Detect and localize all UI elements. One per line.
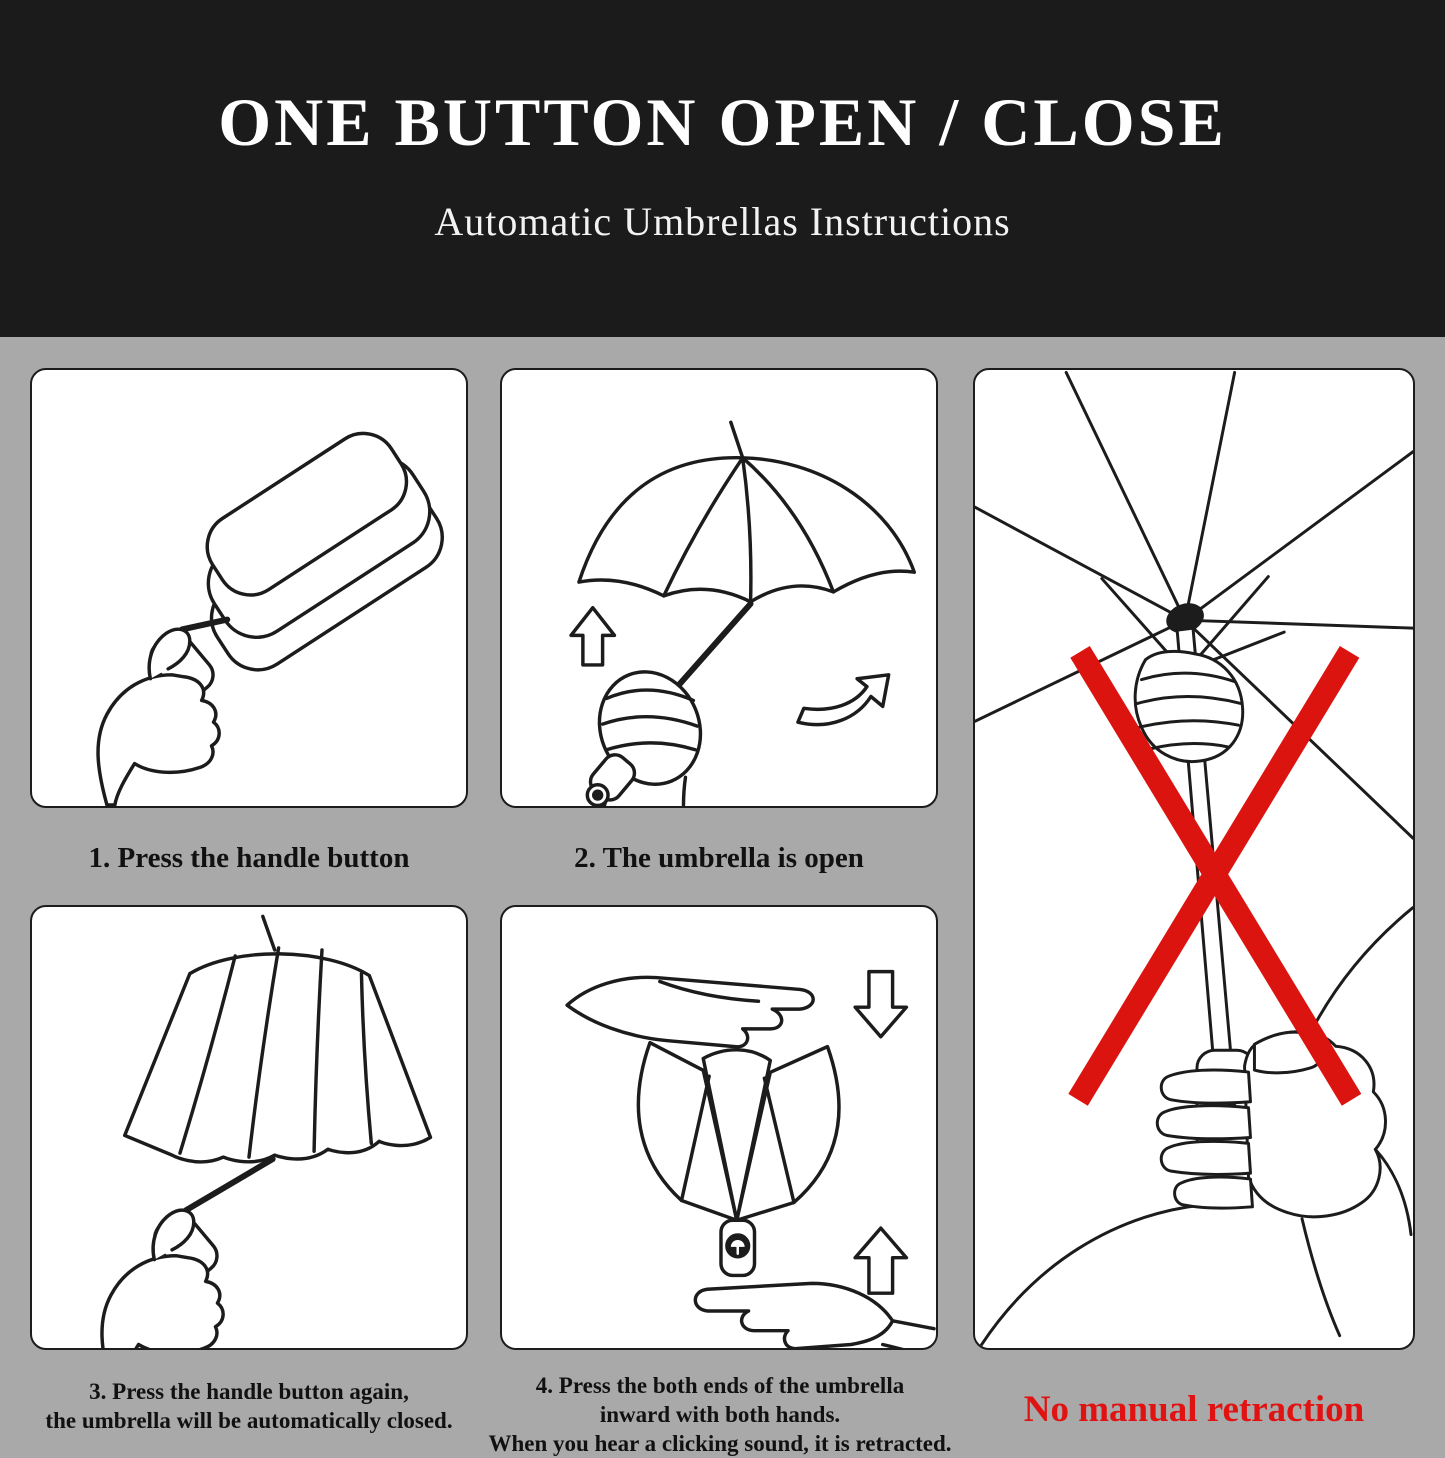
rotate-arrow-icon bbox=[798, 675, 889, 725]
panel-step-4 bbox=[500, 905, 938, 1350]
page-subtitle: Automatic Umbrellas Instructions bbox=[0, 202, 1445, 242]
panel-step-2 bbox=[500, 368, 938, 808]
step3-illustration bbox=[32, 907, 466, 1348]
warning-illustration bbox=[975, 370, 1413, 1348]
top-hand bbox=[567, 977, 813, 1047]
panel-step-3 bbox=[30, 905, 468, 1350]
no-retraction-warning: No manual retraction bbox=[974, 1388, 1414, 1431]
holding-hand bbox=[1157, 1032, 1411, 1336]
umbrella-shaft bbox=[186, 1159, 273, 1210]
hand bbox=[98, 675, 219, 805]
header: ONE BUTTON OPEN / CLOSE Automatic Umbrel… bbox=[0, 0, 1445, 337]
panel-warning bbox=[973, 368, 1415, 1350]
caption-line: 4. Press the both ends of the umbrella bbox=[450, 1372, 990, 1401]
down-arrow-icon bbox=[855, 972, 906, 1037]
panel-step-1 bbox=[30, 368, 468, 808]
umbrella-shaft bbox=[676, 604, 751, 689]
up-arrow-icon bbox=[571, 608, 614, 665]
closing-canopy bbox=[125, 954, 431, 1162]
caption-line: the umbrella will be automatically close… bbox=[0, 1407, 498, 1436]
ferrule-tip bbox=[263, 916, 275, 950]
up-arrow-icon bbox=[855, 1228, 906, 1293]
folded-umbrella bbox=[165, 418, 460, 683]
hand bbox=[102, 1256, 223, 1348]
page-title: ONE BUTTON OPEN / CLOSE bbox=[0, 0, 1445, 156]
canopy-edge-curve bbox=[981, 1205, 1203, 1346]
handle-button-dot bbox=[594, 791, 602, 799]
caption-line: 3. Press the handle button again, bbox=[0, 1378, 498, 1407]
step4-illustration bbox=[502, 907, 936, 1348]
step2-illustration bbox=[502, 370, 936, 806]
ferrule-tip bbox=[731, 422, 743, 458]
caption-step-4: 4. Press the both ends of the umbrella i… bbox=[450, 1372, 990, 1458]
bottom-hand bbox=[695, 1283, 892, 1348]
caption-step-1: 1. Press the handle button bbox=[10, 840, 488, 876]
caption-line: When you hear a clicking sound, it is re… bbox=[450, 1430, 990, 1458]
caption-step-3: 3. Press the handle button again, the um… bbox=[0, 1378, 498, 1436]
caption-line: inward with both hands. bbox=[450, 1401, 990, 1430]
caption-step-2: 2. The umbrella is open bbox=[480, 840, 958, 876]
step1-illustration bbox=[32, 370, 466, 806]
